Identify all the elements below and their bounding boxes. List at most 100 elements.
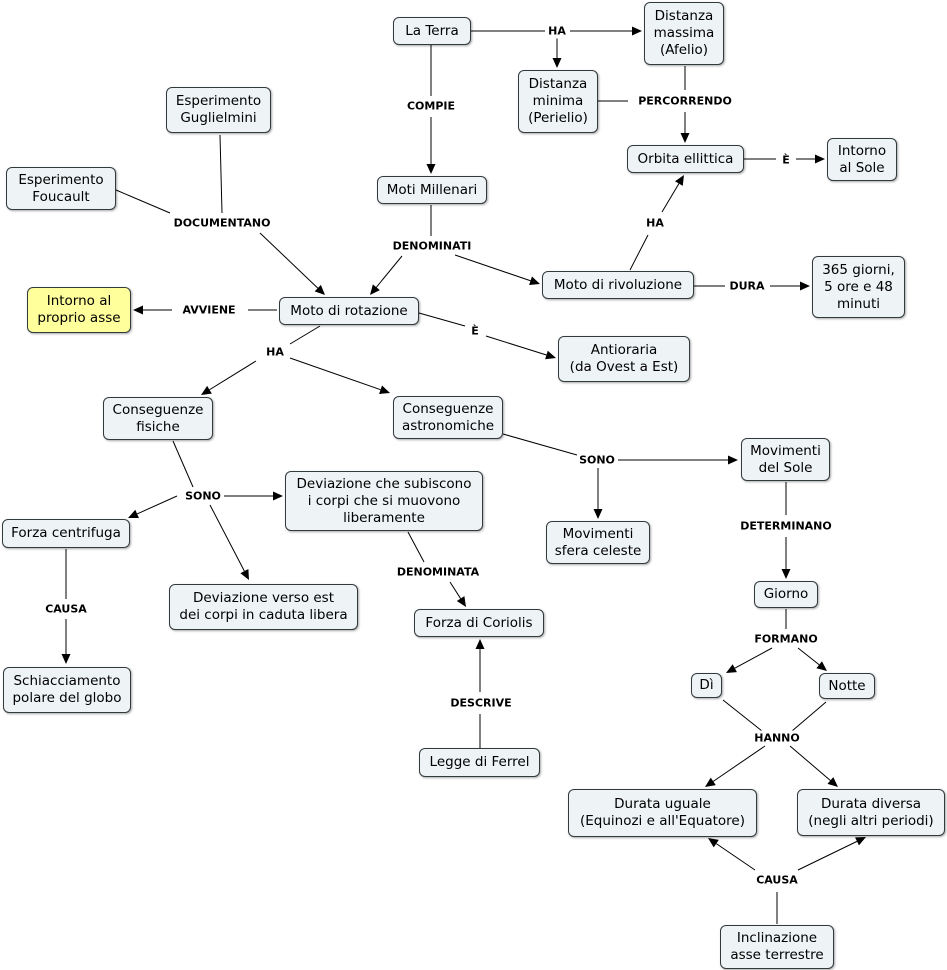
arrow-head — [529, 276, 540, 286]
connector-line — [734, 647, 773, 669]
arrow-head — [705, 777, 716, 787]
node-distanza-minima[interactable]: Distanza minima (Perielio) — [518, 70, 598, 133]
node-di[interactable]: Dì — [691, 673, 722, 698]
connector-line — [661, 183, 680, 213]
link-label-avviene: AVVIENE — [180, 302, 238, 318]
arrow-head — [593, 509, 603, 519]
connector-line — [712, 745, 766, 782]
node-esperimento-guglielmini[interactable]: Esperimento Guglielmini — [166, 87, 271, 133]
node-durata-diversa[interactable]: Durata diversa (negli altri periodi) — [797, 789, 945, 836]
connector-line — [289, 325, 321, 345]
connector-line — [375, 255, 403, 288]
connector-line — [715, 843, 756, 871]
arrow-head — [708, 838, 719, 848]
node-inclinazione[interactable]: Inclinazione asse terrestre — [720, 925, 834, 969]
connector-line — [629, 234, 649, 271]
arrow-head — [379, 385, 390, 394]
connector-line — [136, 495, 178, 515]
arrow-head — [632, 26, 642, 36]
arrow-head — [273, 491, 283, 501]
connector-line — [797, 840, 858, 871]
link-label-sono-fisiche: SONO — [183, 488, 223, 504]
node-distanza-massima[interactable]: Distanza massima (Afelio) — [644, 2, 724, 65]
link-label-percorrendo: PERCORRENDO — [636, 93, 734, 109]
connector-line — [418, 312, 466, 327]
link-label-denominati: DENOMINATI — [390, 238, 474, 254]
connector-line — [797, 647, 820, 666]
link-label-ha-rotazione: HA — [264, 344, 286, 360]
arrow-head — [552, 58, 562, 68]
node-intorno-proprio-asse[interactable]: Intorno al proprio asse — [27, 287, 131, 333]
link-label-ha-top: HA — [546, 23, 568, 39]
arrow-head — [855, 837, 866, 846]
node-notte[interactable]: Notte — [819, 673, 875, 699]
arrow-head — [314, 284, 325, 295]
connector-line — [407, 531, 425, 563]
node-orbita-ellittica[interactable]: Orbita ellittica — [627, 145, 744, 173]
node-legge-ferrel[interactable]: Legge di Ferrel — [419, 748, 540, 777]
connector-line — [789, 745, 831, 781]
arrow-head — [133, 305, 143, 315]
node-moto-rotazione[interactable]: Moto di rotazione — [279, 297, 419, 325]
connector-line — [289, 357, 381, 391]
arrow-head — [456, 596, 466, 607]
node-esperimento-foucault[interactable]: Esperimento Foucault — [6, 167, 116, 210]
node-intorno-sole[interactable]: Intorno al Sole — [827, 138, 897, 181]
connector-line — [219, 134, 223, 214]
link-label-documentano: DOCUMENTANO — [171, 215, 273, 231]
node-conseguenze-astronomiche[interactable]: Conseguenze astronomiche — [393, 396, 503, 439]
node-moti-millenari[interactable]: Moti Millenari — [377, 176, 487, 204]
connector-line — [449, 581, 462, 599]
node-conseguenze-fisiche[interactable]: Conseguenze fisiche — [103, 397, 213, 440]
arrow-head — [726, 664, 737, 673]
link-label-descrive: DESCRIVE — [448, 695, 514, 711]
node-deviazione-est[interactable]: Deviazione verso est dei corpi in caduta… — [169, 584, 358, 630]
arrow-head — [800, 281, 810, 291]
node-giorno[interactable]: Giorno — [754, 581, 818, 608]
node-movimenti-sfera[interactable]: Movimenti sfera celeste — [546, 521, 650, 564]
arrow-head — [827, 777, 838, 787]
arrow-head — [781, 569, 791, 579]
node-forza-coriolis[interactable]: Forza di Coriolis — [414, 609, 544, 637]
link-label-causa-schiacciamento: CAUSA — [43, 601, 89, 617]
arrow-head — [61, 654, 71, 664]
link-label-determinano: DETERMINANO — [738, 518, 834, 534]
arrow-head — [816, 661, 827, 671]
arrow-head — [475, 639, 485, 649]
link-label-e-sole: È — [780, 152, 792, 168]
arrow-head — [370, 284, 380, 295]
connector-line — [259, 232, 319, 289]
node-movimenti-sole[interactable]: Movimenti del Sole — [741, 438, 830, 481]
node-durata-uguale[interactable]: Durata uguale (Equinozi e all'Equatore) — [568, 789, 757, 837]
arrow-head — [675, 175, 684, 186]
link-label-causa-inclinazione: CAUSA — [754, 872, 800, 888]
connector-line — [722, 699, 763, 732]
connector-line — [209, 360, 257, 391]
connector-line — [791, 701, 827, 732]
arrow-head — [240, 569, 249, 580]
arrow-head — [426, 164, 436, 174]
node-deviazione-corpi[interactable]: Deviazione che subiscono i corpi che si … — [285, 471, 483, 531]
node-durata-365[interactable]: 365 giorni, 5 ore e 48 minuti — [812, 256, 905, 318]
link-label-e-antioraria: È — [469, 323, 481, 339]
connector-line — [454, 254, 531, 282]
arrow-head — [201, 385, 212, 395]
arrow-head — [728, 455, 738, 465]
link-label-ha-orbita: HA — [644, 215, 666, 231]
link-label-compie: COMPIE — [404, 98, 458, 114]
link-label-sono-astro: SONO — [577, 452, 617, 468]
connector-line — [485, 335, 547, 356]
connector-line — [172, 440, 194, 488]
node-moto-rivoluzione[interactable]: Moto di rivoluzione — [542, 271, 694, 299]
link-label-dura: DURA — [727, 278, 767, 294]
connector-line — [502, 433, 578, 456]
node-forza-centrifuga[interactable]: Forza centrifuga — [2, 519, 130, 548]
node-la-terra[interactable]: La Terra — [393, 17, 471, 45]
node-schiacciamento[interactable]: Schiacciamento polare del globo — [3, 667, 131, 713]
connector-line — [209, 504, 245, 572]
connector-line — [115, 189, 171, 214]
link-label-formano: FORMANO — [752, 631, 820, 647]
arrow-head — [545, 350, 556, 360]
node-antioraria[interactable]: Antioraria (da Ovest a Est) — [558, 336, 690, 382]
